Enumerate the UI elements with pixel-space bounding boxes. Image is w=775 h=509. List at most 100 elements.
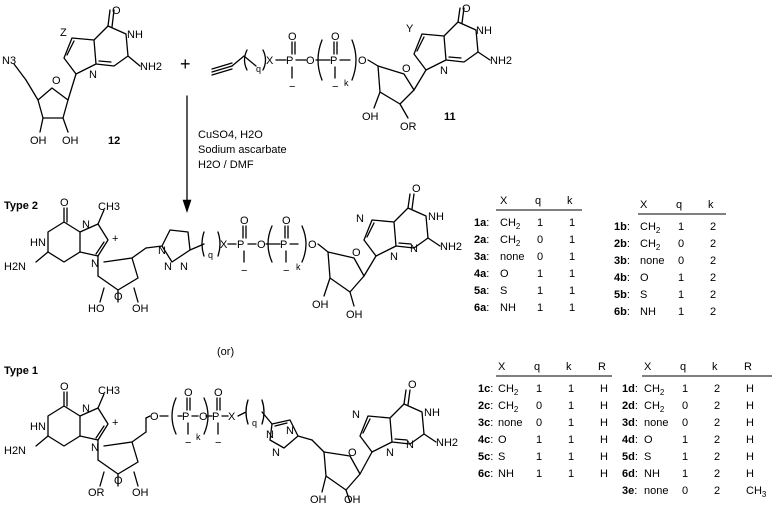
table-cell-k: 2: [714, 400, 720, 412]
table-row-id: 5d:: [622, 451, 638, 463]
atom-p-label: P: [286, 55, 293, 67]
table-cell-k: 2: [714, 417, 720, 429]
atom-o-label: O: [240, 215, 249, 227]
table-cell-k: 1: [569, 234, 575, 246]
table-row-id: 5c:: [478, 451, 493, 463]
table-cell-k: 1: [568, 434, 574, 446]
atom-o-label: O: [112, 5, 121, 17]
charge-minus-label: −: [289, 81, 295, 93]
atom-o-label: O: [408, 379, 417, 391]
atom-nh-label: NH: [476, 25, 492, 37]
table-row-id: 2c:: [478, 400, 493, 412]
table-cell-x: CH2: [640, 221, 661, 235]
table-cell-q: 1: [536, 434, 542, 446]
atom-nh2-label: NH2: [140, 61, 162, 73]
table-cell-r: H: [600, 468, 608, 480]
reaction-arrow: [182, 95, 192, 213]
index-q-label: q: [252, 418, 257, 428]
atom-or-label: OR: [88, 487, 105, 499]
compound-12-structure: [13, 9, 141, 133]
table-row-id: 3d:: [622, 417, 638, 429]
table-row-id: 2d:: [622, 400, 638, 412]
atom-n-label: N: [164, 261, 172, 273]
table-cell-q: 1: [682, 451, 688, 463]
atom-n-label: N: [158, 245, 166, 257]
table-cell-k: 2: [714, 383, 720, 395]
table-cell-x: none: [644, 485, 668, 497]
table-cell-q: 0: [536, 417, 542, 429]
table-cell-x: CH2: [500, 217, 521, 231]
atom-o-label: O: [331, 31, 340, 43]
table-cell-k: 2: [714, 451, 720, 463]
table-cell-r: H: [600, 400, 608, 412]
table-cell-r: H: [600, 417, 608, 429]
atom-oh-label: OH: [344, 494, 361, 506]
table-cell-q: 1: [537, 268, 543, 280]
ring-o-label: O: [114, 291, 123, 303]
table-cell-q: 1: [536, 451, 542, 463]
type-2-structure: [35, 193, 441, 307]
atom-n-label: N: [82, 403, 90, 415]
table-cell-r: H: [746, 417, 754, 429]
table-cell-k: 1: [568, 451, 574, 463]
atom-nh-label: NH: [424, 407, 440, 419]
atom-o-label: O: [288, 31, 297, 43]
atom-oh-label: OH: [312, 299, 329, 311]
table-header: q: [534, 361, 540, 373]
table-cell-x: O: [500, 268, 509, 280]
table-cell-x: CH2: [500, 234, 521, 248]
azide-label: N3: [2, 55, 16, 67]
table-cell-k: 1: [569, 268, 575, 280]
atom-n-label: N: [440, 65, 448, 77]
table-cell-k: 1: [568, 468, 574, 480]
table-cell-r: CH3: [746, 485, 767, 499]
atom-o-label: O: [308, 239, 317, 251]
atom-oh-label: OH: [362, 111, 379, 123]
table-cell-q: 1: [537, 217, 543, 229]
table-header: k: [708, 199, 714, 211]
table-header: R: [598, 361, 606, 373]
table-cell-q: 0: [682, 485, 688, 497]
table-cell-q: 0: [537, 234, 543, 246]
table-header: q: [680, 361, 686, 373]
table-cell-x: CH2: [640, 238, 661, 252]
atom-oh-label: OH: [132, 487, 149, 499]
table-row-id: 5a:: [474, 285, 489, 297]
atom-n-label: N: [180, 261, 188, 273]
table-cell-r: H: [600, 383, 608, 395]
table-row-id: 4a:: [474, 268, 489, 280]
condition-reductant: Sodium ascarbate: [198, 144, 287, 156]
atom-o-label: O: [462, 3, 471, 15]
type-2-label: Type 2: [4, 200, 38, 212]
table-row-id: 4b:: [614, 272, 630, 284]
atom-or-label: OR: [400, 121, 417, 133]
atom-o-label: O: [199, 411, 208, 423]
atom-oh-label: OH: [62, 135, 79, 147]
table-cell-q: 0: [682, 417, 688, 429]
table-cell-k: 2: [710, 272, 716, 284]
table-cell-x: O: [644, 434, 653, 446]
table-header: R: [744, 361, 752, 373]
table-cell-k: 1: [569, 285, 575, 297]
table-cell-q: 0: [536, 400, 542, 412]
atom-nh2-label: NH2: [436, 437, 458, 449]
table-cell-q: 1: [537, 302, 543, 314]
compound-11-structure: [211, 7, 491, 119]
table-cell-k: 2: [710, 289, 716, 301]
table-row-id: 6d:: [622, 468, 638, 480]
table-header: X: [498, 361, 506, 373]
table-row-id: 2a:: [474, 234, 489, 246]
atom-p-label: P: [330, 55, 337, 67]
table-cell-x: NH: [644, 468, 660, 480]
table-cell-q: 1: [682, 468, 688, 480]
atom-n-label: N: [286, 425, 294, 437]
plus-sign: +: [180, 54, 191, 74]
table-cell-x: O: [640, 272, 649, 284]
table-header: k: [566, 361, 572, 373]
index-k-label: k: [344, 78, 349, 88]
atom-n-label: N: [272, 447, 280, 459]
table-row-id: 3c:: [478, 417, 493, 429]
charge-minus-label: −: [283, 265, 289, 277]
table-cell-q: 1: [678, 306, 684, 318]
